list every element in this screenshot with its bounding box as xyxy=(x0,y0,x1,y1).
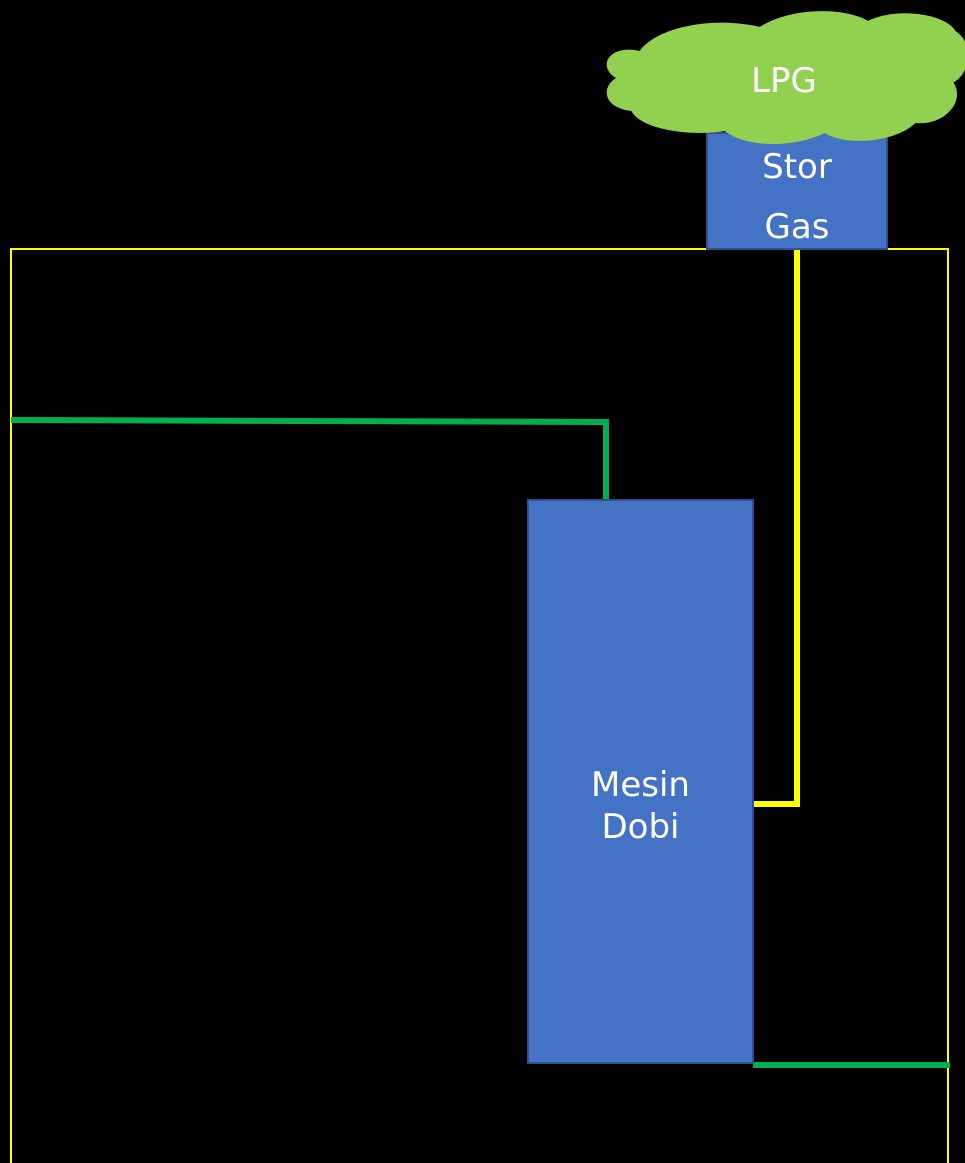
lpg-cloud: LPG xyxy=(606,11,965,145)
lpg-cloud-label: LPG xyxy=(751,61,817,101)
washing-machine-label-line1: Mesin xyxy=(591,765,690,805)
gas-store-label-line1: Stor xyxy=(762,147,832,187)
room-outline xyxy=(10,248,949,1163)
lpg-cloud-shape xyxy=(606,11,965,145)
washing-machine-label-line2: Dobi xyxy=(601,807,679,847)
gas-store-label-line2: Gas xyxy=(765,207,830,247)
gas-store-box xyxy=(706,132,888,250)
washing-machine-box xyxy=(527,499,754,1064)
gas-pipe xyxy=(753,250,800,807)
water-inlet-pipe xyxy=(10,417,609,500)
